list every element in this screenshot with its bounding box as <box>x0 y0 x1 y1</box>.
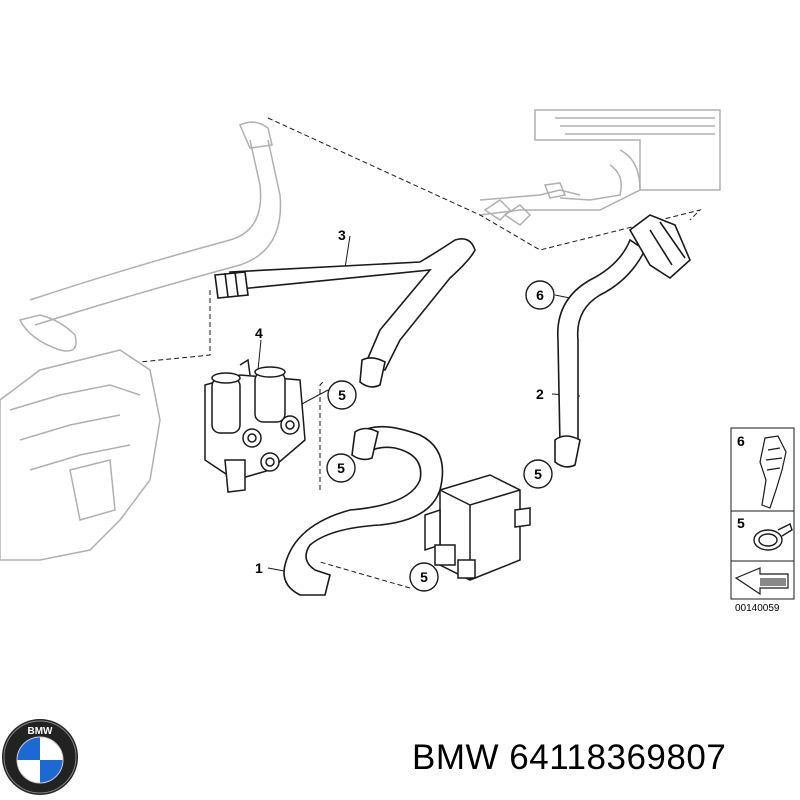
background-radiator-outline <box>479 109 721 226</box>
valve-assembly-4 <box>204 358 306 493</box>
clip-icon <box>759 435 787 509</box>
callout-6: 6 <box>536 287 544 303</box>
legend-item-5: 5 <box>737 515 745 531</box>
bmw-logo-lettering: BMW <box>28 726 54 737</box>
hose-1 <box>283 425 444 596</box>
circled-callouts <box>326 280 555 592</box>
part-number-caption: BMW 64118369807 <box>412 738 727 777</box>
callout-4: 4 <box>255 325 263 341</box>
arrow-icon <box>734 567 789 596</box>
callout-1: 1 <box>255 560 263 576</box>
callout-5-right: 5 <box>534 466 542 482</box>
callout-5-lower: 5 <box>420 569 428 585</box>
background-engine-outline <box>0 121 282 561</box>
callout-5-upper: 5 <box>338 387 346 403</box>
callout-5-middle: 5 <box>337 460 345 476</box>
hose-3 <box>214 237 476 388</box>
bmw-logo-icon: BMW <box>2 719 78 795</box>
leader-lines <box>139 117 702 589</box>
hose-clamp-icon <box>753 523 793 551</box>
reference-code: 00140059 <box>735 603 780 614</box>
callout-2: 2 <box>536 386 544 402</box>
hose-2 <box>554 214 691 468</box>
auxiliary-pump <box>424 474 531 581</box>
legend-item-6: 6 <box>737 433 745 449</box>
callout-3: 3 <box>338 227 346 243</box>
